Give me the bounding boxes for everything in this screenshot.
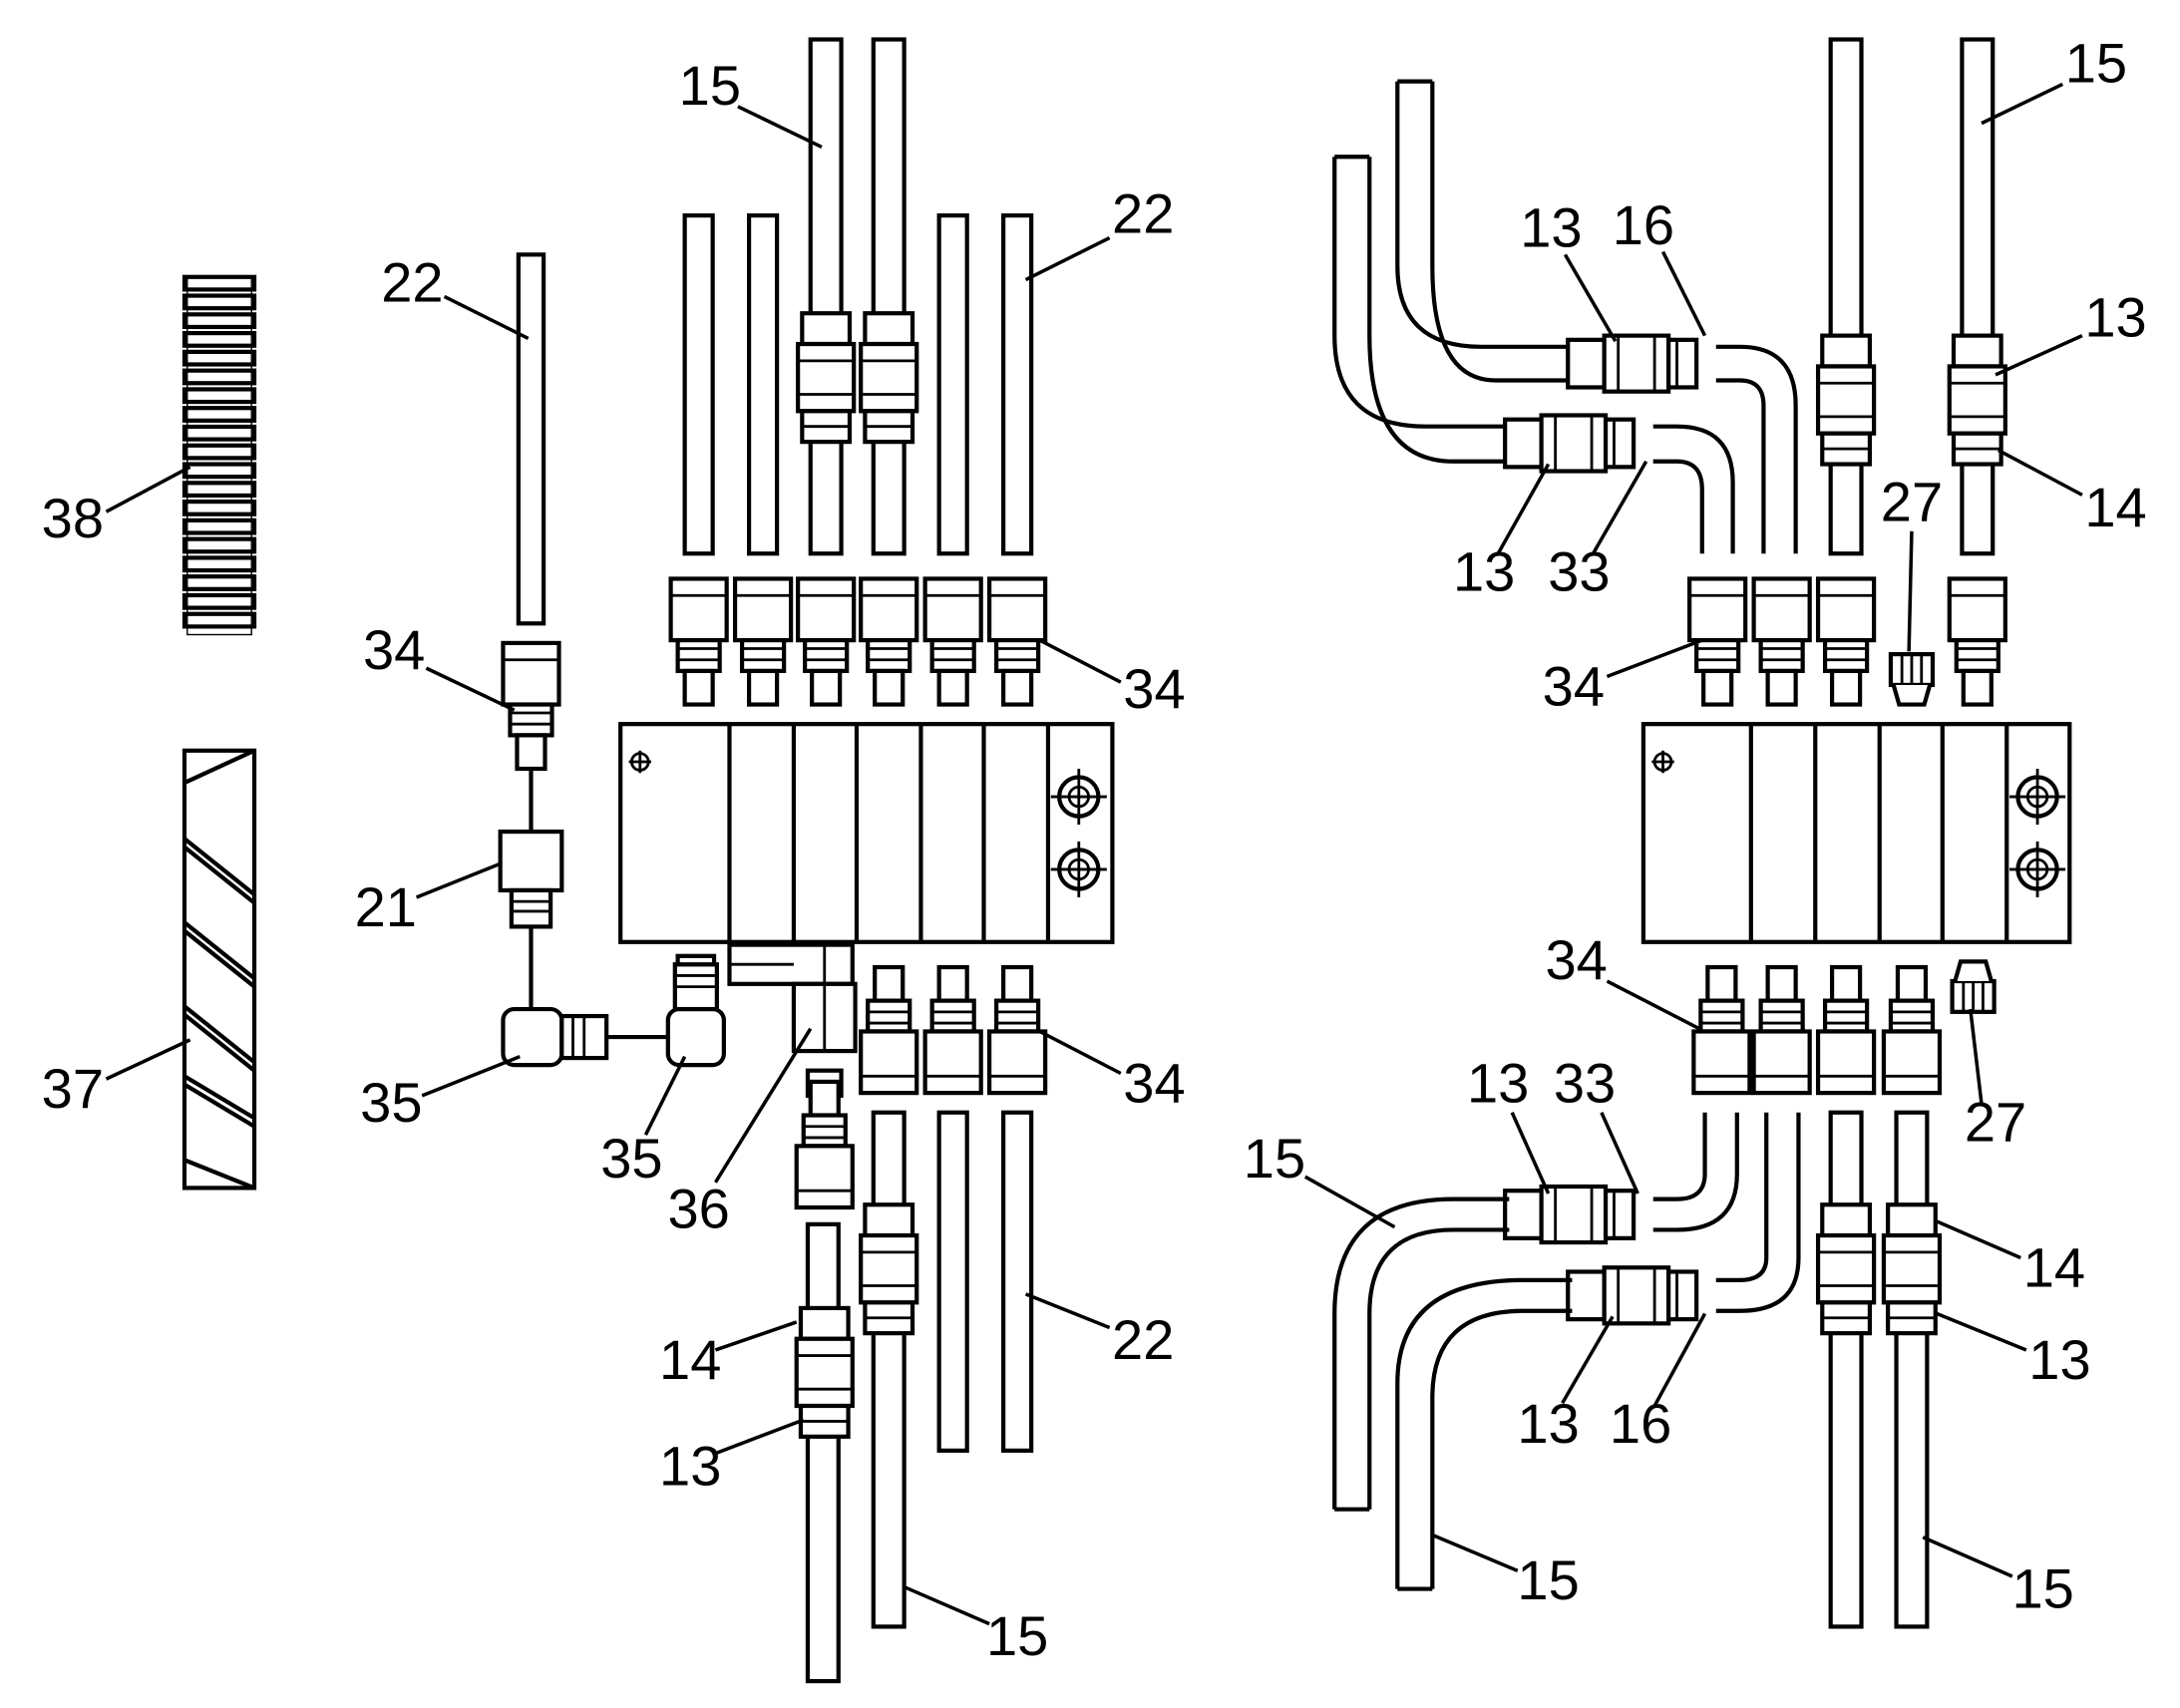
- callout-label: 21: [355, 875, 417, 938]
- leader-line: [713, 1027, 813, 1184]
- leader-line: [1510, 1112, 1551, 1195]
- callout-label: 15: [986, 1604, 1048, 1667]
- manifold-right: [1640, 722, 2072, 944]
- tubes-right-top: [1332, 37, 2005, 705]
- callout-label: 15: [1244, 1127, 1305, 1190]
- leader-line: [1561, 1315, 1615, 1405]
- callout-label: 34: [363, 618, 425, 681]
- leader-line: [1936, 1219, 2021, 1260]
- spiral-wrap-37: [182, 748, 257, 1191]
- callout-label: 35: [360, 1071, 422, 1134]
- callout-label: 13: [2028, 1328, 2090, 1391]
- callout-label: 36: [667, 1177, 729, 1239]
- leader-line: [1936, 1311, 2027, 1352]
- callout-label: 15: [679, 54, 741, 117]
- leader-line: [1907, 530, 1914, 652]
- callout-label: 34: [1543, 654, 1605, 717]
- leader-line: [105, 1038, 191, 1081]
- leader-line: [1430, 1533, 1519, 1572]
- callout-label: 33: [1554, 1051, 1616, 1114]
- callout-label: 13: [1467, 1051, 1529, 1114]
- leader-line: [1024, 235, 1111, 282]
- leader-line: [1998, 448, 2083, 497]
- callout-label: 22: [1112, 182, 1174, 245]
- leader-line: [1995, 334, 2083, 377]
- tubes-left-bottom: [861, 967, 1045, 1629]
- callout-label: 14: [2084, 476, 2146, 538]
- leader-line: [714, 1320, 798, 1352]
- callout-label: 27: [1965, 1091, 2026, 1154]
- callout-label: 16: [1613, 193, 1674, 256]
- callout-label: 34: [1123, 657, 1185, 720]
- callout-label: 15: [2065, 31, 2127, 94]
- callout-label: 16: [1610, 1392, 1671, 1455]
- leader-line: [105, 465, 191, 513]
- leader-line: [1660, 250, 1707, 337]
- leader-line: [1606, 979, 1700, 1031]
- callout-label: 27: [1881, 470, 1943, 532]
- spiral-wrap-38: [182, 274, 257, 636]
- callout-label: 37: [42, 1057, 104, 1120]
- leader-line: [714, 1418, 805, 1456]
- callout-leaders: [105, 82, 2083, 1626]
- leader-line: [1652, 1312, 1707, 1407]
- callout-label: 35: [600, 1127, 662, 1190]
- leader-line: [643, 1055, 687, 1136]
- leader-line: [1563, 253, 1618, 343]
- leader-line: [1496, 463, 1551, 555]
- callout-label: 14: [659, 1328, 721, 1391]
- leader-line: [425, 666, 516, 712]
- leader-line: [1981, 82, 2064, 126]
- callout-label: 15: [1517, 1548, 1579, 1611]
- supply-line-assembly: [498, 252, 858, 1684]
- leader-line: [1922, 1536, 2013, 1578]
- leader-line: [1038, 638, 1122, 684]
- leader-line: [421, 1055, 521, 1098]
- callout-label: 13: [1453, 539, 1515, 602]
- leader-line: [1024, 1292, 1111, 1330]
- leader-line: [737, 105, 823, 150]
- callout-label: 34: [1545, 928, 1607, 991]
- leader-line: [415, 861, 502, 899]
- callout-label: 15: [2012, 1557, 2074, 1620]
- callout-label: 13: [1520, 196, 1582, 259]
- leader-line: [1969, 1008, 1984, 1105]
- callout-label: 38: [42, 487, 104, 549]
- leader-line: [1600, 1112, 1639, 1195]
- manifold-left: [618, 722, 1115, 944]
- callout-label: 33: [1548, 539, 1610, 602]
- callout-label: 34: [1123, 1051, 1185, 1114]
- callout-label: 14: [2023, 1235, 2085, 1298]
- callout-label: 22: [381, 250, 443, 313]
- callout-label: 13: [2084, 285, 2146, 348]
- callout-label: 13: [1517, 1392, 1579, 1455]
- callout-label: 13: [659, 1434, 721, 1497]
- tubes-left-top: [671, 37, 1046, 705]
- leader-line: [905, 1585, 990, 1626]
- leader-line: [1591, 460, 1648, 555]
- callout-label: 22: [1112, 1308, 1174, 1371]
- leader-line: [1606, 638, 1703, 679]
- tubes-right-bottom: [1332, 961, 1994, 1629]
- leader-line: [1303, 1175, 1396, 1229]
- leader-line: [1038, 1029, 1122, 1076]
- leader-line: [443, 294, 530, 340]
